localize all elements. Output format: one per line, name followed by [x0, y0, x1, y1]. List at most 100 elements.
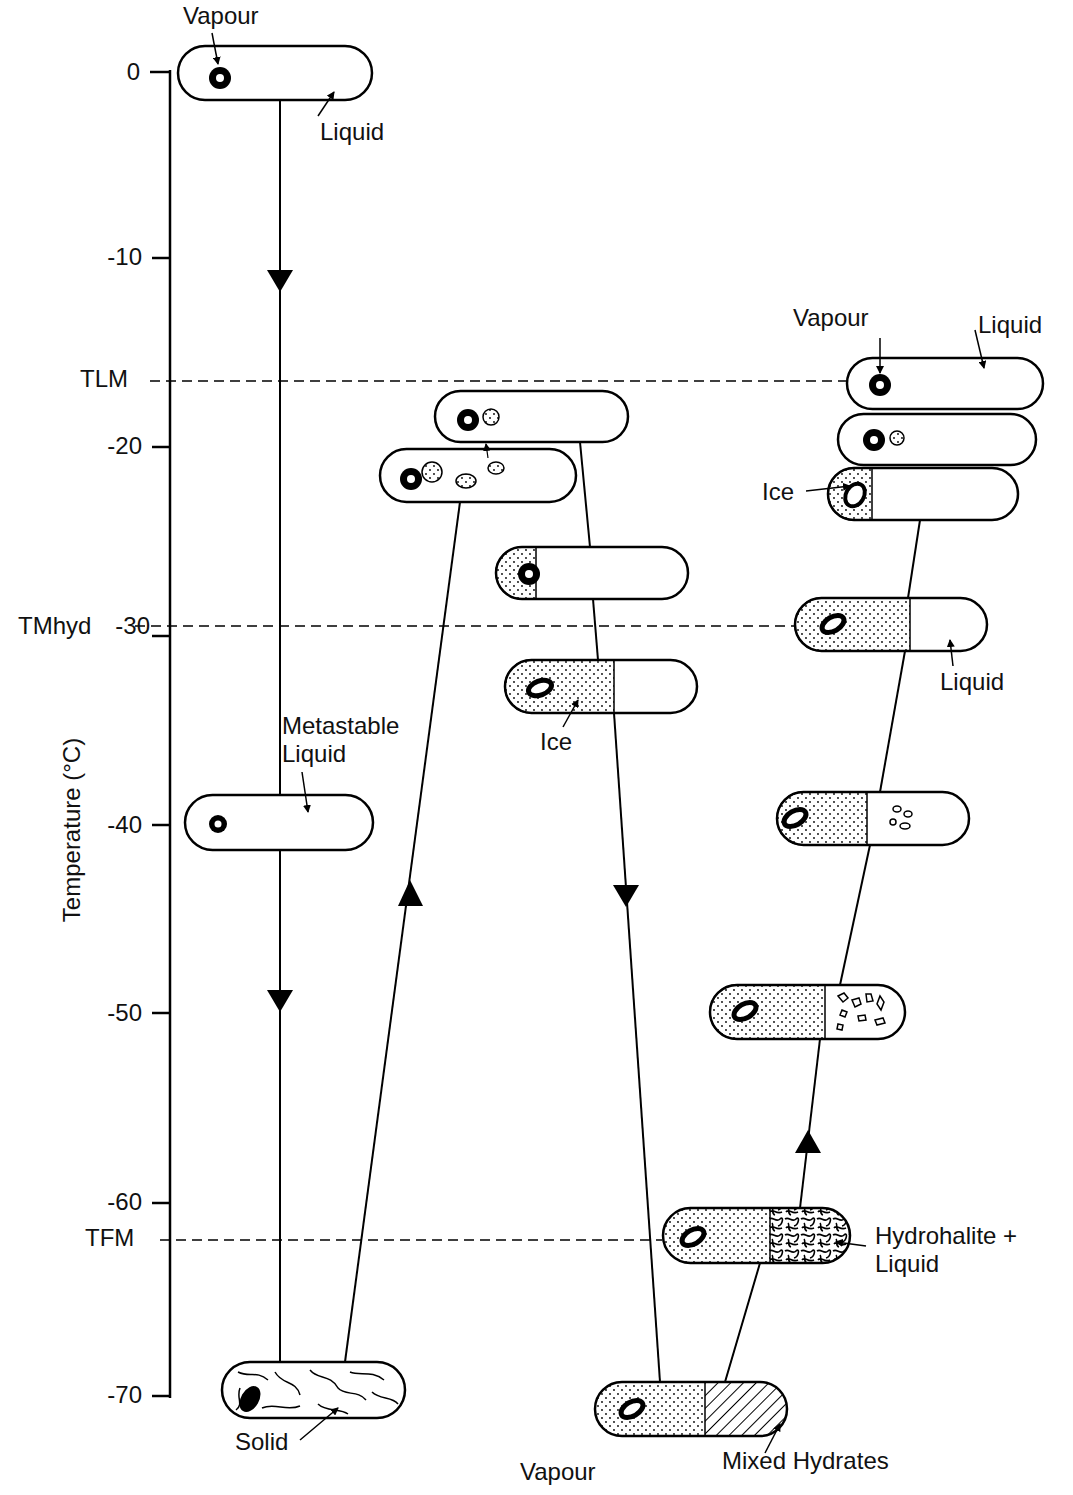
inclusion — [870, 436, 878, 444]
phase-label: Mixed Hydrates — [722, 1447, 889, 1475]
path-arrowhead — [267, 990, 293, 1012]
inclusion — [710, 985, 905, 1039]
temperature-axis — [152, 1012, 170, 1015]
inclusion — [215, 821, 222, 828]
reference-line — [150, 380, 846, 382]
path-line — [725, 1263, 760, 1382]
inclusion — [795, 598, 987, 651]
axis-tick-label: -10 — [107, 243, 142, 271]
inclusion — [770, 1208, 850, 1263]
path-line — [614, 713, 660, 1382]
phase-label: Vapour — [520, 1458, 596, 1486]
inclusion — [178, 46, 372, 100]
leader-line — [563, 700, 578, 727]
temperature-axis — [150, 70, 170, 1398]
inclusion — [505, 660, 697, 713]
inclusion — [496, 547, 688, 599]
inclusion — [486, 444, 488, 458]
temperature-axis — [152, 635, 170, 638]
inclusion — [828, 468, 1018, 520]
inclusion — [380, 449, 576, 502]
path-line — [908, 520, 920, 598]
inclusion — [505, 660, 614, 713]
inclusion — [222, 1362, 405, 1418]
inclusion — [900, 823, 910, 829]
leader-line — [950, 640, 953, 666]
inclusion — [705, 1382, 787, 1436]
inclusion — [777, 792, 969, 845]
path-line — [593, 599, 598, 660]
inclusion — [795, 598, 987, 651]
inclusion — [526, 677, 553, 698]
leader-line — [806, 486, 850, 491]
leader-line — [300, 1408, 338, 1440]
phase-label: Metastable Liquid — [282, 712, 452, 767]
inclusion — [505, 660, 697, 713]
phase-label: Vapour — [793, 304, 869, 332]
inclusion — [185, 795, 373, 850]
inclusion — [235, 1382, 265, 1415]
inclusion — [731, 999, 759, 1023]
inclusion — [505, 660, 697, 713]
inclusion — [380, 444, 576, 502]
inclusion — [185, 795, 373, 850]
inclusion — [876, 381, 884, 389]
inclusion — [781, 806, 809, 830]
temperature-label: TFM — [85, 1224, 134, 1252]
leader-line — [836, 1242, 866, 1246]
inclusion — [236, 1370, 398, 1414]
inclusion — [525, 570, 533, 578]
leader-line — [302, 772, 308, 812]
axis-title: Temperature (°C) — [58, 738, 86, 922]
leader-line — [318, 92, 334, 116]
temperature-axis — [152, 1202, 170, 1205]
inclusion — [209, 67, 231, 89]
inclusion — [407, 475, 415, 483]
path-line — [279, 850, 281, 1362]
inclusion — [464, 416, 472, 424]
phase-label: Liquid — [940, 668, 1004, 696]
inclusion — [777, 792, 969, 845]
path-line — [840, 845, 870, 985]
leader-line — [212, 33, 218, 64]
axis-tick-label: -30 — [115, 612, 150, 640]
inclusion — [496, 547, 688, 599]
path-line — [880, 651, 905, 792]
axis-tick-label: -20 — [107, 432, 142, 460]
temperature-axis — [152, 1395, 170, 1398]
path-line — [280, 100, 920, 1382]
inclusion — [435, 391, 628, 442]
path-arrowhead — [267, 270, 821, 1153]
inclusion — [422, 462, 442, 482]
temperature-axis — [152, 257, 170, 260]
inclusion — [435, 391, 628, 442]
axis-tick-label: 0 — [127, 58, 140, 86]
inclusion — [869, 374, 891, 396]
inclusion — [819, 612, 847, 636]
inclusion — [496, 547, 688, 599]
path-arrowhead — [795, 1130, 821, 1153]
path-arrowhead — [613, 885, 639, 907]
inclusion — [710, 985, 825, 1039]
axis-tick-label: -40 — [107, 811, 142, 839]
inclusion — [710, 985, 905, 1039]
inclusion — [837, 993, 885, 1030]
phase-label: Vapour — [183, 2, 259, 30]
path-line — [800, 1039, 820, 1208]
reference-line — [160, 1239, 662, 1241]
temperature-label: TLM — [80, 365, 128, 393]
inclusion — [890, 819, 896, 825]
inclusion — [663, 1208, 850, 1263]
temperature-label: TMhyd — [18, 612, 91, 640]
inclusion — [456, 474, 476, 488]
inclusion — [663, 1208, 770, 1263]
phase-label: Hydrohalite + Liquid — [875, 1222, 1030, 1277]
temperature-axis — [150, 71, 170, 74]
inclusion — [483, 409, 499, 425]
inclusion — [828, 468, 1018, 520]
inclusion — [795, 598, 910, 651]
axis-tick-label: -70 — [107, 1381, 142, 1409]
inclusion — [904, 811, 912, 817]
reference-line — [135, 625, 794, 627]
inclusion — [679, 1225, 707, 1249]
